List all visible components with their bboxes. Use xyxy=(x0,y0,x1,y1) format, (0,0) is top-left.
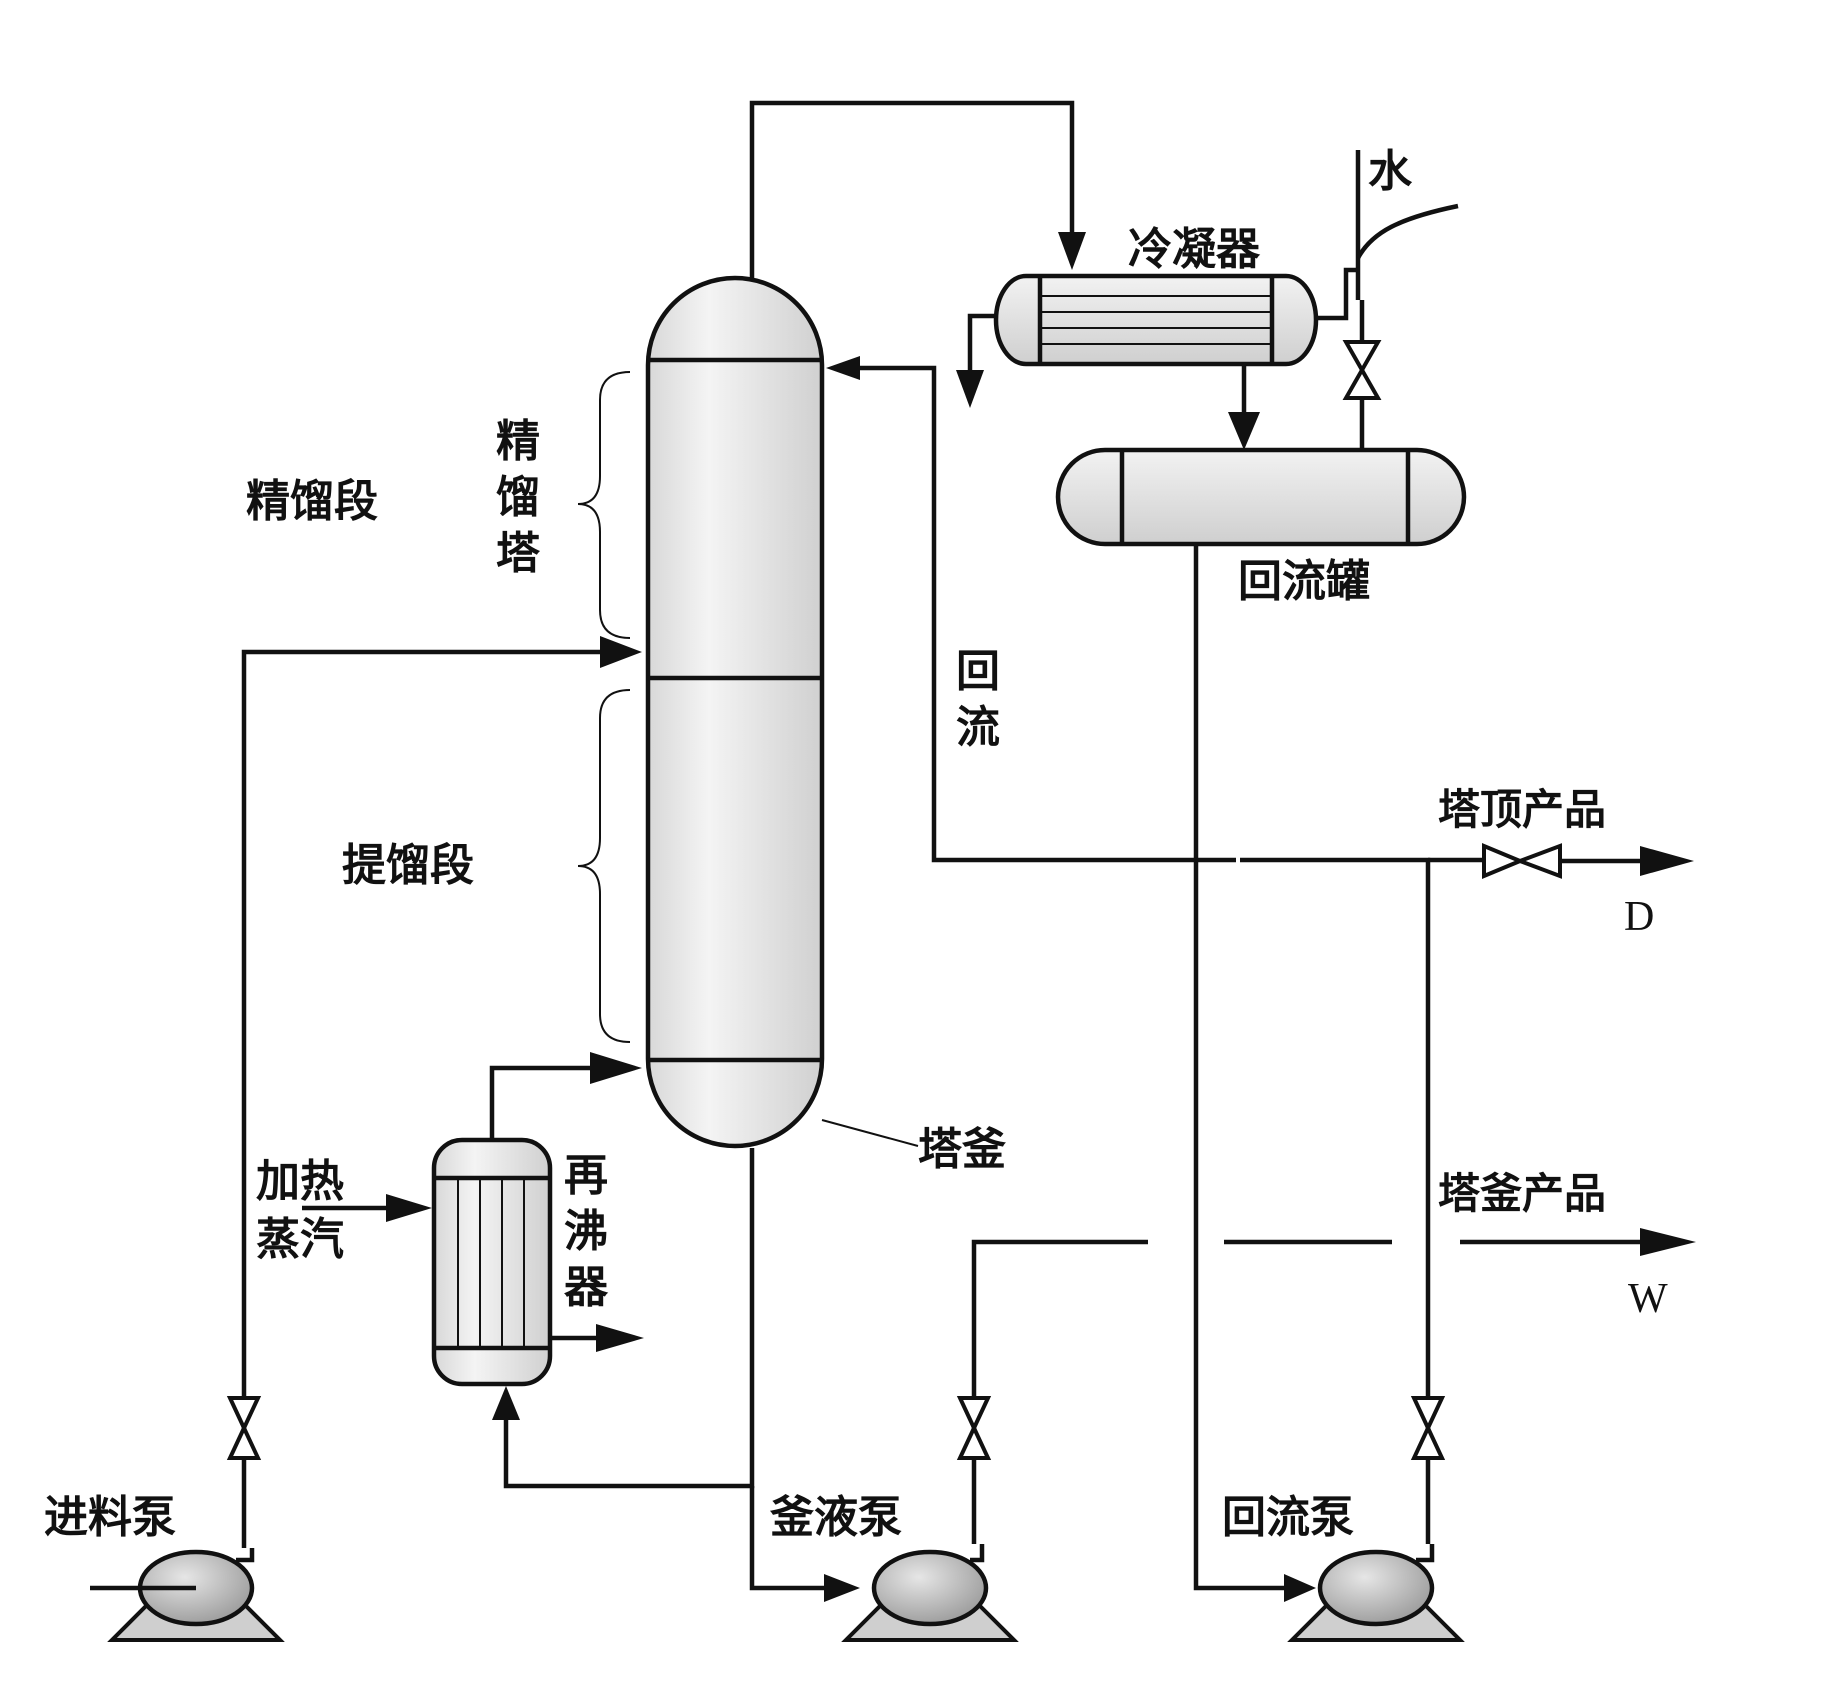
reflux-drum-outlet-line xyxy=(1193,544,1316,1602)
feed-line xyxy=(241,636,642,1548)
condenser-label: 冷凝器 xyxy=(1128,224,1261,275)
distillation-column xyxy=(645,275,825,1149)
reboiler-label-char-2: 沸 xyxy=(564,1206,608,1257)
rectifying-brace xyxy=(577,371,631,639)
stripping-section-label: 提馏段 xyxy=(342,840,474,891)
heating-steam-inlet xyxy=(302,1194,432,1222)
column-label-char-2: 馏 xyxy=(496,472,540,523)
reboiler-vapor-line xyxy=(489,1052,642,1140)
reflux-return-line xyxy=(826,356,1142,863)
cooling-water-inlet xyxy=(1316,150,1459,321)
condensate-line xyxy=(1228,364,1260,450)
column-bottom-leader xyxy=(821,1119,919,1147)
cooling-water-valve xyxy=(1342,300,1382,450)
reboiler-label-char-3: 器 xyxy=(564,1262,609,1313)
reboiler-label: 再 沸 器 xyxy=(564,1150,609,1313)
reboiler-label-char-1: 再 xyxy=(564,1150,608,1201)
bottoms-to-reboiler-line xyxy=(492,1148,755,1489)
top-product-line xyxy=(1428,843,1694,879)
reboiler-condensate-outlet xyxy=(550,1324,644,1352)
overhead-vapor-line xyxy=(749,100,1086,280)
column-label-char-1: 精 xyxy=(496,416,540,467)
reflux-label: 回 流 xyxy=(956,646,1000,753)
reflux-pump-label: 回流泵 xyxy=(1222,1492,1354,1543)
feed-pump-label: 进料泵 xyxy=(44,1492,176,1543)
heating-steam-label: 加热 蒸汽 xyxy=(256,1156,344,1265)
bottoms-to-pump-line xyxy=(749,1486,860,1602)
distillate-symbol: D xyxy=(1624,894,1654,940)
reflux-drum xyxy=(1055,447,1467,547)
bottom-product-label: 塔釜产品 xyxy=(1438,1169,1606,1218)
bottoms-symbol: W xyxy=(1628,1276,1668,1322)
column-label-char-3: 塔 xyxy=(496,528,541,579)
reflux-label-char-2: 流 xyxy=(956,702,1000,753)
reboiler xyxy=(431,1137,553,1387)
heating-steam-line-2: 蒸汽 xyxy=(256,1214,344,1265)
reflux-pump-discharge-line xyxy=(1142,857,1431,1544)
condenser xyxy=(993,273,1319,367)
bottoms-valve xyxy=(956,1396,992,1460)
feed-valve xyxy=(226,1396,262,1460)
condenser-water-outlet xyxy=(956,313,996,408)
water-label: 水 xyxy=(1368,146,1413,197)
column-bottom-label: 塔釜 xyxy=(918,1124,1006,1175)
bottoms-pump-label: 釜液泵 xyxy=(769,1492,902,1543)
reflux-pump xyxy=(1287,1544,1465,1642)
reflux-valve xyxy=(1410,1396,1446,1460)
reflux-drum-label: 回流罐 xyxy=(1238,556,1370,607)
top-product-label: 塔顶产品 xyxy=(1438,785,1606,834)
heating-steam-line-1: 加热 xyxy=(256,1156,344,1207)
reflux-label-char-1: 回 xyxy=(956,646,1000,697)
stripping-brace xyxy=(577,689,631,1043)
rectifying-section-label: 精馏段 xyxy=(246,476,378,527)
column-label: 精 馏 塔 xyxy=(496,416,541,579)
feed-pump xyxy=(90,1548,285,1642)
bottoms-pump xyxy=(841,1544,1019,1642)
